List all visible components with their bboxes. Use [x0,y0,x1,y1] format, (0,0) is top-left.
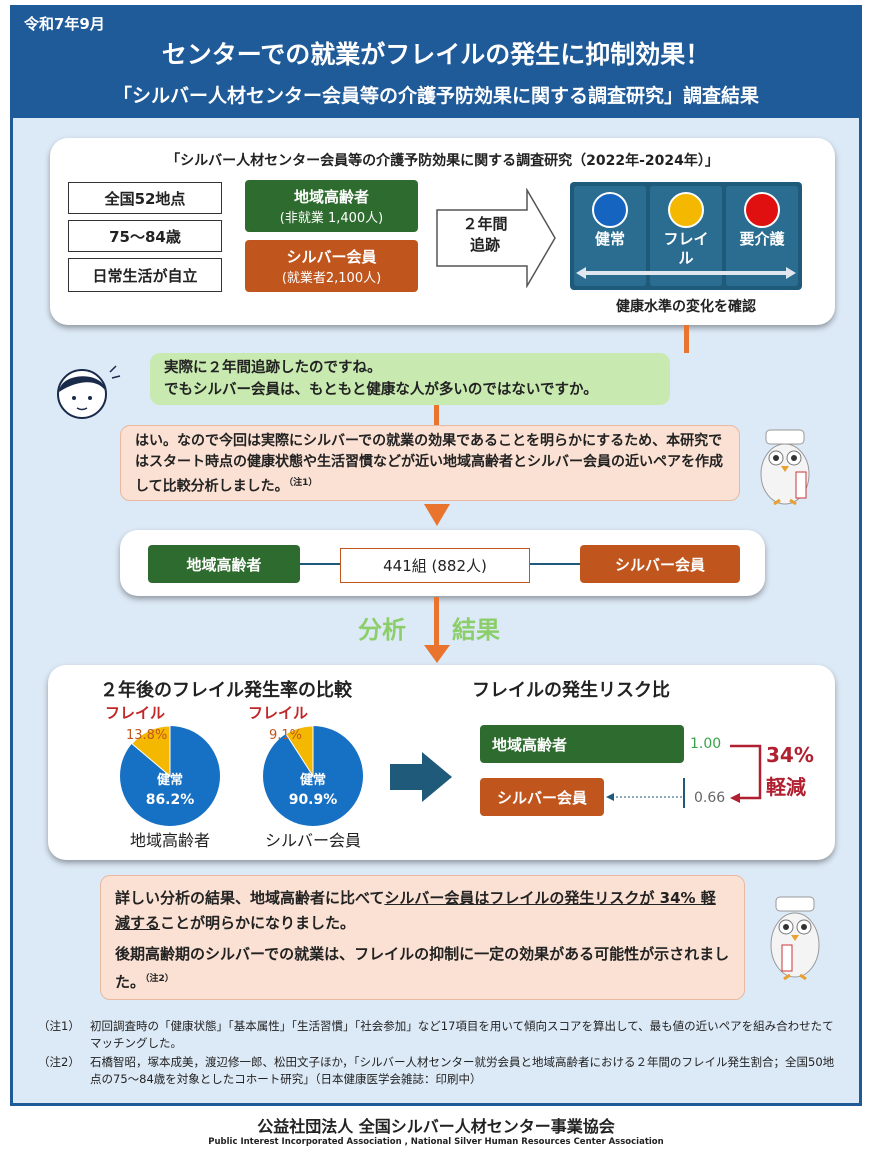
frail-value: 9.1% [269,728,302,743]
owl-mascot-icon [760,429,810,506]
group-name: シルバー会員 [286,248,377,266]
answer-bubble: はい。なので今回は実際にシルバーでの就業の効果であることを明らかにするため、本研… [120,425,740,501]
risk-value-silver: 0.66 [694,790,726,806]
owl-mascot-icon [770,896,820,981]
group-detail: (非就業 1,400人) [279,211,384,226]
date: 令和7年9月 [24,15,105,33]
state-2: 要介護 [726,186,798,286]
matching-community: 地域高齢者 [148,545,300,583]
connector-line [684,325,689,353]
pie-group-label: シルバー会員 [265,831,361,850]
footnote-1: （注1） 初回調査時の「健康状態」「基本属性」「生活習慣」「社会参加」など17項目… [38,1018,838,1052]
pie-charts: フレイル 13.8% 健常 86.2% 地域高齢者 フレイル 9.1% 健常 90.9% シルバー… [105,704,363,850]
state-dot-icon [592,192,628,228]
down-arrow-icon [424,645,450,663]
question-line: でもシルバー会員は、もともと健康な人が多いのではないですか。 [164,382,598,398]
matched-pairs: 441組 (882人) [340,548,530,583]
healthy-value: 90.9% [289,792,338,808]
note-ref: （注1） [288,478,318,488]
page-subtitle: 「シルバー人材センター会員等の介護予防効果に関する調査研究」調査結果 [112,85,759,107]
criteria-item: 日常生活が自立 [68,258,222,292]
pie-title: ２年後のフレイル発生率の比較 [100,680,352,701]
state-label: 健常 [594,230,625,248]
healthy-label: 健常 [300,772,326,788]
connector-line [434,405,439,427]
conclusion-text: 後期高齢期のシルバーでの就業は、フレイルの抑制に一定の効果がある可能性が示されま… [115,945,730,991]
reduction-label: 軽減 [766,775,806,799]
group-name: 地域高齢者 [293,188,369,206]
footnote-2: （注2） 石橋智昭，塚本成美，渡辺修一郎、松田文子ほか，「シルバー人材センター就労… [38,1054,838,1088]
frail-label: フレイル [105,704,165,722]
risk-value-community: 1.00 [690,736,722,752]
footnote-tag: （注2） [38,1055,80,1069]
risk-title: フレイルの発生リスク比 [472,680,670,701]
footnote-text: 石橋智昭，塚本成美，渡辺修一郎、松田文子ほか，「シルバー人材センター就労会員と地… [90,1055,835,1086]
conclusion-highlight: シルバー会員はフレイルの発生リスクが 34% 軽減する [115,889,716,932]
criteria-item: 75～84歳 [68,220,222,252]
pie-frail-slice [285,725,314,778]
footnote-tag: （注1） [38,1019,80,1033]
pie-group-label: 地域高齢者 [130,831,210,850]
conclusion-bubble: 詳しい分析の結果、地域高齢者に比べてシルバー会員はフレイルの発生リスクが 34%… [100,875,745,1000]
organization-name: 公益社団法人 全国シルバー人材センター事業協会 [257,1117,615,1136]
organization-name-en: Public Interest Incorporated Association… [208,1137,664,1147]
connector-line [434,597,439,649]
states-caption: 健康水準の変化を確認 [616,299,756,315]
result-label: 結果 [452,616,500,644]
follow-label: ２年間 追跡 [462,215,508,254]
footnote-text: 初回調査時の「健康状態」「基本属性」「生活習慣」「社会参加」など17項目を用いて… [90,1019,834,1050]
answer-text: はい。なので今回は実際にシルバーでの就業の効果であることを明らかにするため、本研… [135,433,723,495]
group-silver: シルバー会員 (就業者2,100人) [245,240,418,292]
state-label: 要介護 [739,230,785,248]
state-dot-icon [668,192,704,228]
arrow-line [530,563,580,565]
risk-community: 地域高齢者 [480,725,684,763]
group-community: 地域高齢者 (非就業 1,400人) [245,180,418,232]
state-1: フレイル [650,186,722,286]
page-title: センターでの就業がフレイルの発生に抑制効果！ [161,40,711,69]
down-arrow-icon [424,504,450,526]
criteria-item: 全国52地点 [68,182,222,214]
study-title: 「シルバー人材センター会員等の介護予防効果に関する調査研究（2022年-2024… [166,153,719,169]
person-icon [57,365,121,419]
follow-arrow-icon [436,188,556,288]
right-arrow-icon [390,752,452,802]
state-dot-icon [744,192,780,228]
pie-frail-slice [131,725,171,778]
risk-bracket [606,744,762,808]
conclusion-text: ことが明らかになりました。 [160,914,356,932]
state-label: フレイル [663,230,709,267]
healthy-value: 86.2% [146,792,195,808]
matching-silver: シルバー会員 [580,545,740,583]
question-bubble: 実際に２年間追跡したのですね。でもシルバー会員は、もともと健康な人が多いのではな… [150,353,670,405]
reduction-percent: 34% [766,743,814,767]
conclusion-text: 詳しい分析の結果、地域高齢者に比べて [115,889,385,907]
header: 令和7年9月 センターでの就業がフレイルの発生に抑制効果！ 「シルバー人材センタ… [10,5,862,118]
healthy-label: 健常 [157,772,183,788]
note-ref: （注2） [145,974,174,984]
risk-silver: シルバー会員 [480,778,604,816]
arrow-line [300,563,340,565]
frail-label: フレイル [248,704,308,722]
frail-value: 13.8% [126,728,167,743]
group-detail: (就業者2,100人) [281,271,382,286]
question-line: 実際に２年間追跡したのですね。 [164,360,382,376]
double-arrow-icon [576,267,796,279]
analysis-label: 分析 [358,616,406,644]
